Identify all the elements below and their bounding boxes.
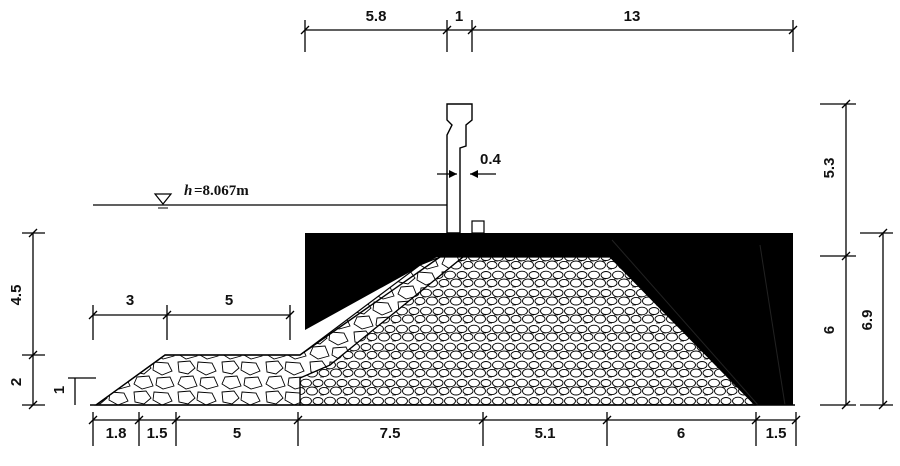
left-dim-mid: 2 (8, 378, 25, 386)
left-dim-small: 1 (51, 386, 68, 394)
left-dimension-chain: 4.5 2 1 (8, 228, 96, 410)
top-dim-2: 13 (624, 8, 641, 25)
right-dim-lower: 6 (821, 326, 838, 334)
wall-base-slab (305, 233, 793, 238)
top-dim-0: 5.8 (366, 8, 387, 25)
bottom-dim-2: 5 (233, 425, 241, 442)
berm-dimension-chain: 3 5 (88, 292, 295, 340)
slope-inner-line-far-right (759, 244, 786, 406)
bottom-dimension-chain: 1.8 1.5 5 7.5 5.1 6 1.5 (88, 412, 801, 446)
black-fill-block (305, 233, 793, 405)
crown-wall (446, 103, 473, 234)
water-level-icon (153, 193, 173, 205)
top-dim-1: 1 (455, 8, 463, 25)
structure (90, 103, 795, 406)
wall-thickness-label: 0.4 (480, 151, 502, 168)
right-dim-total: 6.9 (859, 310, 876, 331)
top-dimension-chain: 5.8 1 13 (300, 8, 798, 52)
water-level-symbol: h (184, 183, 192, 199)
armour-inner-boundary (299, 256, 464, 405)
right-dimension-chain: 5.3 6 6.9 (820, 99, 893, 410)
bottom-dim-6: 1.5 (766, 425, 787, 442)
berm-dim-1: 5 (225, 292, 233, 309)
left-dim-upper: 4.5 (8, 285, 25, 306)
water-level-value: =8.067m (194, 183, 249, 199)
bottom-dim-5: 6 (677, 425, 685, 442)
bottom-dim-0: 1.8 (106, 425, 127, 442)
wall-footing (471, 220, 485, 234)
berm-top (95, 256, 441, 406)
bottom-dim-4: 5.1 (535, 425, 556, 442)
berm-dim-0: 3 (126, 292, 134, 309)
right-dim-wall: 5.3 (821, 158, 838, 179)
bottom-dim-3: 7.5 (380, 425, 401, 442)
slope-inner-line-right (611, 239, 759, 406)
water-level: h =8.067m (93, 183, 447, 209)
bottom-dim-1: 1.5 (147, 425, 168, 442)
wall-thickness-dimension: 0.4 (437, 151, 502, 178)
